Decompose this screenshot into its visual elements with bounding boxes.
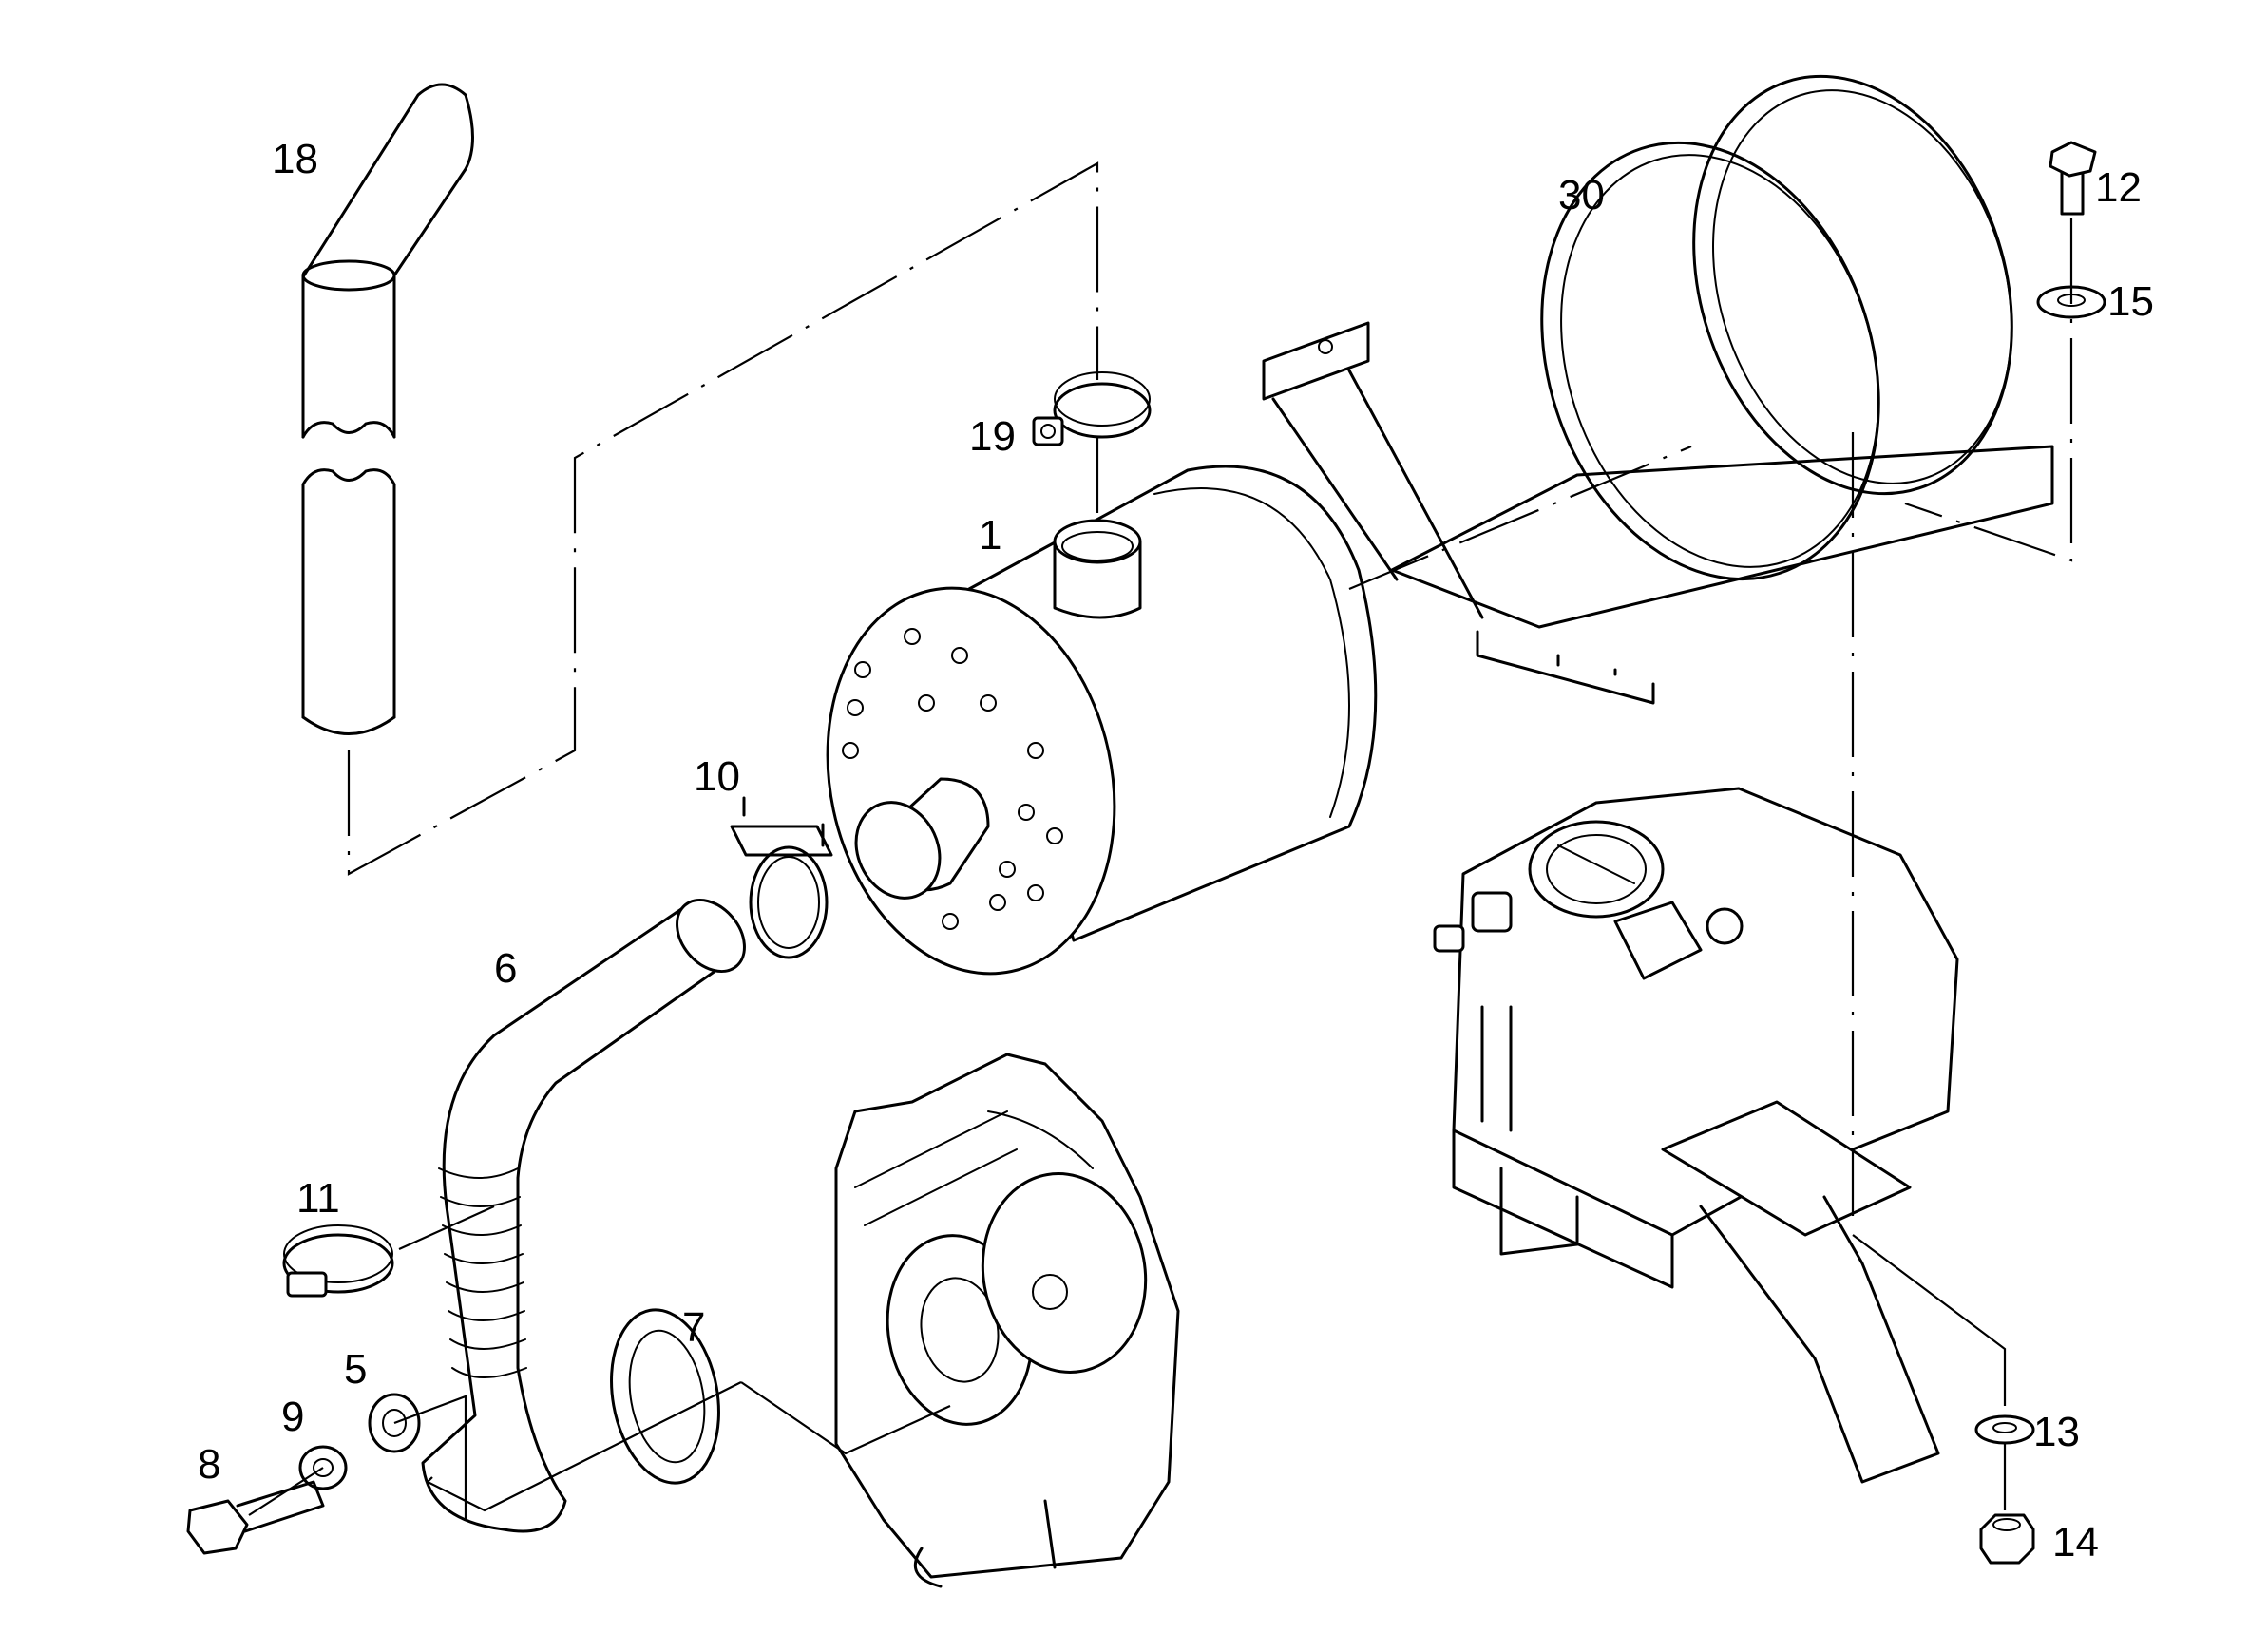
callout-9: 9 [281, 1394, 304, 1440]
callout-labels: 18 19 1 30 12 15 10 6 11 7 5 9 8 13 14 [198, 136, 2154, 1566]
part-1-muffler [826, 465, 1378, 976]
callout-19: 19 [969, 413, 1016, 460]
part-11-hose-clamp [282, 1224, 394, 1298]
part-7-gasket [610, 1308, 720, 1485]
leader-lines [248, 161, 2073, 1520]
part-30-muffler-bracket [1262, 74, 2054, 705]
callout-8: 8 [198, 1441, 220, 1488]
part-10-u-bolt-clamp [730, 796, 833, 959]
callout-13: 13 [2033, 1409, 2080, 1455]
part-18-exhaust-stack [301, 83, 474, 735]
part-6-intake-hose [421, 898, 746, 1533]
callout-10: 10 [694, 753, 740, 800]
part-19-pipe-clamp [1032, 371, 1152, 446]
callout-5: 5 [344, 1346, 367, 1393]
part-9-washer [298, 1445, 348, 1490]
callout-11: 11 [296, 1175, 340, 1222]
tank-assembly [1433, 787, 1959, 1484]
part-5-washer [368, 1393, 421, 1453]
part-12-bolt [2049, 141, 2097, 216]
part-14-nut [1979, 1513, 2035, 1565]
callout-15: 15 [2107, 278, 2154, 325]
callout-14: 14 [2052, 1519, 2099, 1566]
callout-18: 18 [272, 136, 318, 182]
callout-1: 1 [979, 512, 1001, 559]
callout-12: 12 [2095, 164, 2142, 211]
part-8-bolt [186, 1480, 325, 1555]
part-13-washer [1974, 1414, 2035, 1445]
callout-6: 6 [494, 945, 517, 992]
callout-30: 30 [1558, 172, 1605, 218]
callout-7: 7 [682, 1304, 705, 1351]
engine-turbocharger [834, 1053, 1180, 1588]
